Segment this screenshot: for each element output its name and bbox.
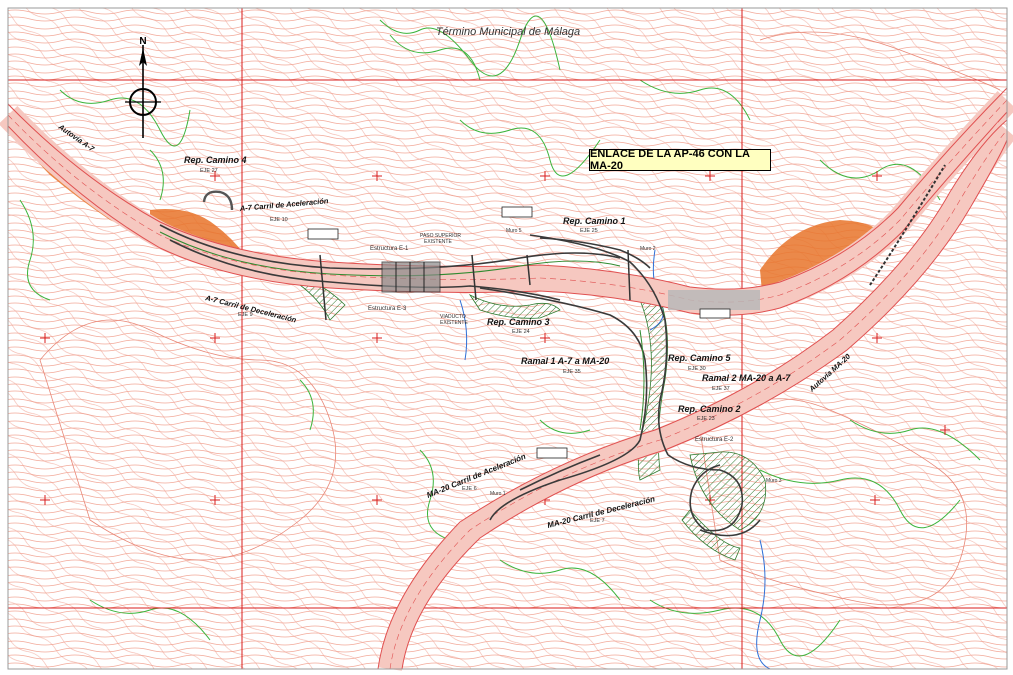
label-eje-23: EJE 23 xyxy=(697,416,715,422)
label-muro-3: Muro 3 xyxy=(766,478,782,484)
label-viaducto: VIADUCTO xyxy=(440,314,466,320)
north-label: N xyxy=(139,36,146,47)
label-rep-camino-3: Rep. Camino 3 xyxy=(487,317,550,327)
label-muro-2: Muro 2 xyxy=(640,246,656,252)
ma20-fence xyxy=(869,164,946,286)
label-estructura-e1: Estructura E-1 xyxy=(370,246,409,252)
existing-viaduct xyxy=(668,290,760,310)
municipality-label: Término Municipal de Málaga xyxy=(436,26,580,38)
label-rep-camino-2: Rep. Camino 2 xyxy=(678,404,741,414)
annotation-boxes xyxy=(307,206,731,459)
grid-crosses xyxy=(40,171,950,505)
label-eje-25: EJE 25 xyxy=(580,228,598,234)
label-ramal-1: Ramal 1 A-7 a MA-20 xyxy=(521,356,609,366)
label-rep-camino-1: Rep. Camino 1 xyxy=(563,216,626,226)
label-existente: EXISTENTE xyxy=(424,239,452,245)
label-rep-camino-5: Rep. Camino 5 xyxy=(668,353,732,363)
label-paso-superior: PASO SUPERIOR xyxy=(420,233,461,239)
label-estructura-e2: Estructura E-2 xyxy=(695,437,734,443)
map-frame xyxy=(7,7,1008,670)
north-arrow: N xyxy=(125,36,161,138)
label-eje-7: EJE 7 xyxy=(590,518,605,524)
label-muro-5: Muro 5 xyxy=(506,228,522,234)
label-eje-9: EJE 9 xyxy=(238,312,253,318)
label-ramal-2: Ramal 2 MA-20 a A-7 xyxy=(702,373,791,383)
label-estructura-e3: Estructura E-3 xyxy=(368,306,407,312)
coordinate-grid xyxy=(8,8,1007,669)
structure-labels: Estructura E-1 Estructura E-3 Estructura… xyxy=(368,228,782,497)
label-rep-camino-4: Rep. Camino 4 xyxy=(184,155,247,165)
a7-highway xyxy=(0,87,1013,316)
label-eje-30: EJE 30 xyxy=(688,366,706,372)
rep-camino-4-road xyxy=(202,190,234,211)
label-eje-37: EJE 37 xyxy=(712,386,730,392)
label-eje-27: EJE 27 xyxy=(200,168,218,174)
structure-e1 xyxy=(381,261,441,293)
label-eje-24: EJE 24 xyxy=(512,329,530,335)
ma20-highway xyxy=(377,119,1013,671)
map-title: ENLACE DE LA AP-46 CON LA MA-20 xyxy=(589,148,771,172)
label-eje-6: EJE 6 xyxy=(462,486,477,492)
vegetation-lines xyxy=(19,15,981,657)
section-ticks xyxy=(319,249,631,321)
label-muro-1: Muro 1 xyxy=(490,491,506,497)
label-eje-35: EJE 35 xyxy=(563,369,581,375)
label-viaducto-existente: EXISTENTE xyxy=(440,320,468,326)
label-eje-10: EJE 10 xyxy=(270,217,288,223)
